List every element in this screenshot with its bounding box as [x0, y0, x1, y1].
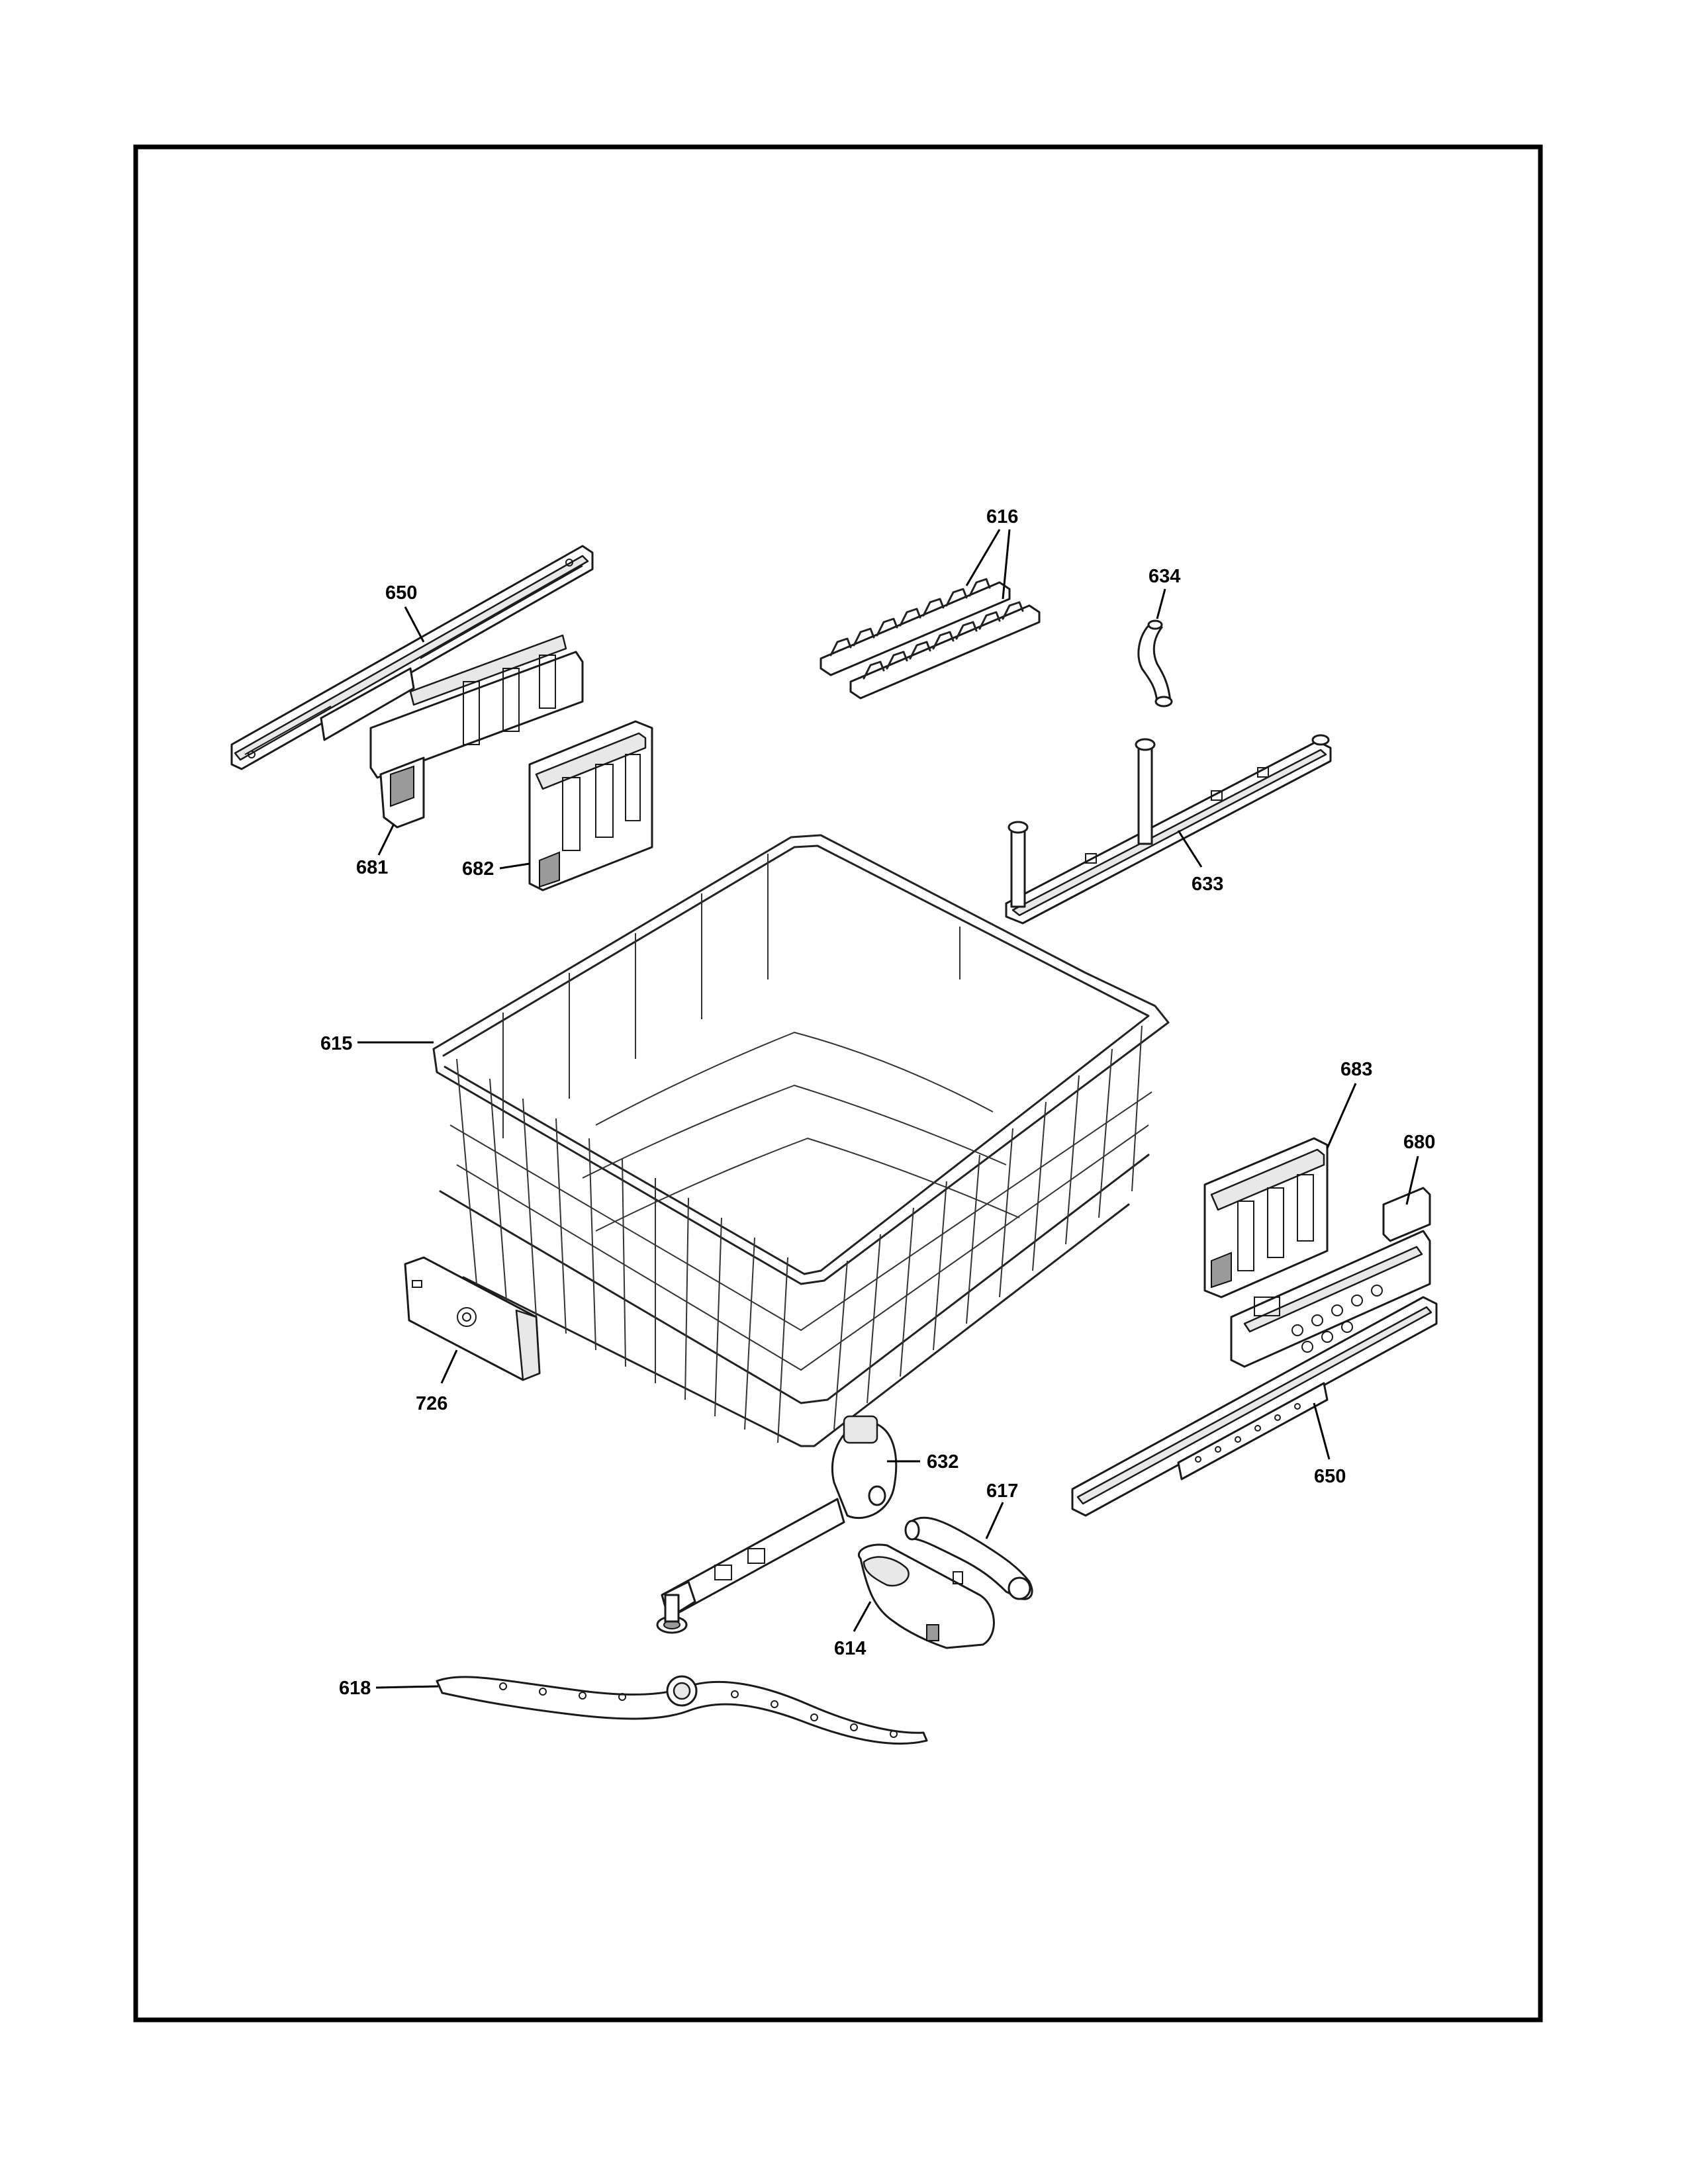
leader-633 — [1177, 830, 1203, 868]
part-650-upper-slide-rail — [230, 545, 594, 770]
leader-726 — [440, 1349, 458, 1384]
leader-681 — [377, 823, 395, 856]
part-650-lower-slide-rail — [1071, 1296, 1438, 1517]
part-614-diverter-elbow — [858, 1543, 995, 1649]
leader-lines — [357, 529, 1419, 1689]
part-number-683: 683 — [1340, 1059, 1372, 1080]
leader-617 — [985, 1502, 1004, 1539]
leader-680 — [1405, 1156, 1419, 1205]
part-number-labels: 650 681 682 616 634 633 615 683 680 726 … — [320, 506, 1435, 1699]
part-number-650-lower: 650 — [1314, 1466, 1346, 1487]
leader-650-upper — [404, 606, 425, 643]
part-number-618: 618 — [339, 1678, 371, 1699]
leader-618 — [375, 1685, 439, 1689]
part-number-615: 615 — [320, 1033, 352, 1054]
leader-650-lower — [1313, 1402, 1331, 1460]
part-726-rack-placard — [404, 1256, 541, 1381]
diagram-frame — [133, 144, 1543, 2023]
leader-616-a — [965, 529, 1001, 586]
part-number-650-upper: 650 — [385, 582, 417, 604]
part-number-614: 614 — [834, 1638, 866, 1659]
part-615-upper-rack — [432, 834, 1170, 1447]
part-number-634: 634 — [1149, 566, 1180, 587]
part-618-spray-arm — [436, 1675, 928, 1745]
part-616-tine-rows — [820, 578, 1041, 700]
part-617-hose — [904, 1516, 1033, 1600]
part-682-rack-side-panel — [528, 720, 653, 891]
part-number-681: 681 — [356, 857, 388, 878]
part-680-rack-adjuster — [1230, 1187, 1431, 1368]
part-number-632: 632 — [927, 1451, 959, 1473]
leader-634 — [1156, 588, 1166, 619]
leader-616-b — [1002, 529, 1011, 600]
part-number-617: 617 — [986, 1480, 1018, 1502]
part-681-rack-adjuster — [369, 634, 584, 829]
part-number-680: 680 — [1403, 1132, 1435, 1153]
part-number-682: 682 — [462, 858, 494, 880]
part-632-spray-tube-assembly — [656, 1415, 898, 1634]
leader-682 — [499, 862, 530, 870]
part-number-616: 616 — [986, 506, 1018, 527]
leader-683 — [1326, 1083, 1357, 1149]
part-number-726: 726 — [416, 1393, 447, 1414]
part-634-connector-tube — [1137, 619, 1173, 707]
part-683-rack-side-panel — [1203, 1137, 1329, 1298]
part-633-spray-manifold — [1005, 734, 1332, 925]
part-number-633: 633 — [1192, 874, 1223, 895]
leader-614 — [853, 1601, 872, 1632]
